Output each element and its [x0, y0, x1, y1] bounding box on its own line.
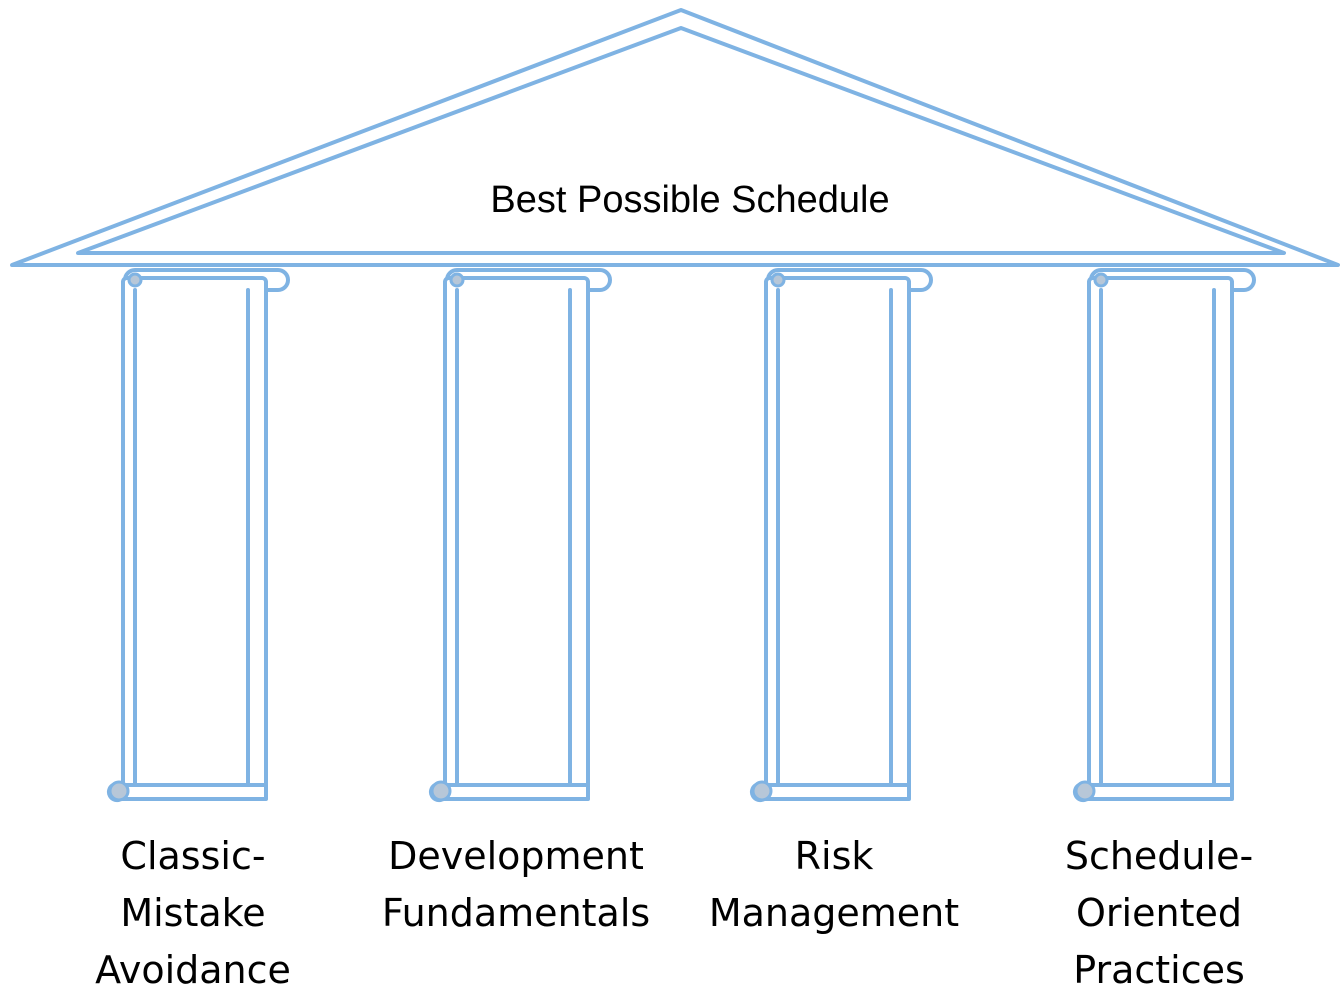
- pillar-label-4: Schedule- Oriented Practices: [999, 828, 1319, 999]
- pillar-bottom-curl: [430, 780, 452, 802]
- pillar-3: [749, 268, 933, 803]
- pillar-top-curl: [770, 272, 786, 288]
- pillar-bottom-roll: [749, 783, 911, 803]
- pillar-body: [764, 276, 911, 799]
- pillar-label-line: Practices: [1073, 948, 1245, 992]
- pillar-top-curl: [127, 272, 143, 288]
- pillar-bottom-roll: [1072, 783, 1234, 803]
- pillar-label-3: Risk Management: [674, 828, 994, 942]
- pillar-label-line: Management: [708, 891, 960, 935]
- pillar-label-line: Mistake: [120, 891, 266, 935]
- pillars: [106, 268, 1256, 803]
- pillar-label-line: Avoidance: [95, 948, 291, 992]
- pillar-top-curl: [449, 272, 465, 288]
- roof-outer-triangle: [10, 8, 1340, 267]
- pillar-bottom-curl: [108, 780, 130, 802]
- pillar-label-line: Classic-: [120, 834, 266, 878]
- roof-inner-triangle: [76, 26, 1286, 255]
- pillar-bottom-roll: [428, 783, 590, 803]
- pillar-body: [121, 276, 268, 799]
- pillar-label-line: Oriented: [1076, 891, 1242, 935]
- pillar-label-line: Risk: [794, 834, 874, 878]
- pillar-top-curl: [1093, 272, 1109, 288]
- pillar-bottom-curl: [1074, 780, 1096, 802]
- pillar-2: [428, 268, 612, 803]
- pillar-1: [106, 268, 290, 803]
- roof: Best Possible Schedule: [10, 8, 1340, 267]
- pillar-label-1: Classic- Mistake Avoidance: [33, 828, 353, 999]
- roof-title: Best Possible Schedule: [490, 179, 889, 221]
- pillar-bottom-curl: [751, 780, 773, 802]
- pillar-body: [1087, 276, 1234, 799]
- pillar-label-line: Fundamentals: [381, 891, 651, 935]
- pillar-label-2: Development Fundamentals: [356, 828, 676, 942]
- pillar-label-line: Development: [388, 834, 644, 878]
- pillar-bottom-roll: [106, 783, 268, 803]
- pillar-label-line: Schedule-: [1064, 834, 1254, 878]
- pillar-body: [443, 276, 590, 799]
- pillar-4: [1072, 268, 1256, 803]
